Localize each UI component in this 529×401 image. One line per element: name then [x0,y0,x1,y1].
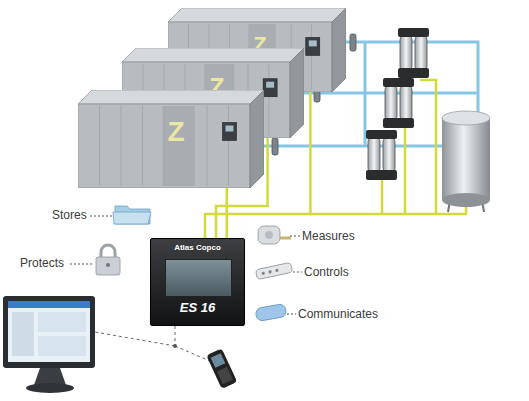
compressor-top [168,8,346,22]
logo-band [162,106,194,186]
feature-label: Controls [304,265,349,279]
signal-wire [310,206,466,214]
monitor-base [26,383,74,393]
panel-seam [269,64,270,136]
panel-display [309,40,317,46]
mobile-phone [206,348,237,389]
leader-line [293,272,302,273]
folder-front [113,212,151,224]
dryer-head [383,78,414,87]
leader-line [287,314,296,315]
air-pipe [256,145,442,148]
network-node [173,344,177,348]
network-links [95,326,212,362]
line-filter [350,34,356,51]
dryer-vessel [400,35,412,71]
air-pipe [364,42,367,146]
panel-seam [99,106,100,186]
screen-header [8,301,90,308]
leader-line [70,264,94,265]
remote-body [255,262,292,279]
feature-label: Measures [302,229,355,243]
tape-case [258,226,280,244]
phone-body [206,348,237,389]
lock-body [96,257,120,275]
controls-icon [255,262,292,279]
control-panel [263,79,277,97]
dryer-vessel [400,85,412,121]
monitor-frame [3,296,95,368]
dryer-base [398,68,429,78]
remote-button [275,268,279,272]
feature-label: Protects [20,256,64,270]
dryer-vessel [385,85,397,121]
measures-icon [258,226,291,244]
signal-connector [226,188,229,238]
protects-icon [96,245,120,275]
compressor-side [332,8,346,92]
panel-seam [228,106,229,186]
signal-wire [404,128,407,214]
air-dryer [366,130,397,180]
signal-wire [420,80,436,214]
compressor-top [78,90,264,104]
compressor-front [78,104,250,188]
panel-display [225,125,233,131]
panel-seam [311,24,312,90]
compressor-unit: Z [78,90,264,188]
phone-screen [211,353,226,368]
dryer-head [366,130,397,139]
lock-shackle [101,245,115,258]
tape-hub [265,231,273,239]
remote-button [268,270,272,274]
panel-seam [142,106,143,186]
controller-unit: Atlas Copco ES 16 [150,238,245,326]
dryer-base [366,170,397,180]
remote-button [261,271,265,275]
screen-panel [38,336,86,356]
feature-label: Communicates [298,307,378,321]
network-link [95,326,212,362]
air-dryer [398,28,429,78]
dryer-vessel [368,137,380,173]
tape-strip [280,237,291,240]
signal-wire [381,180,384,214]
monitor-stand [34,368,66,385]
tank-body [442,118,490,200]
control-panel [306,37,320,55]
compressor-top [122,48,304,62]
tank-bottom [442,193,490,207]
phone-keys [217,367,233,384]
stores-icon [113,206,151,224]
control-panel [222,122,236,140]
dryer-vessel [383,137,395,173]
panel-seam [207,106,208,186]
panel-display [266,82,274,88]
tank-top [442,111,490,125]
controller-screen [165,259,232,297]
monitor [3,296,95,393]
device-body [255,304,287,322]
screen-panel [38,312,86,332]
air-dryer [383,78,414,128]
dryer-base [383,118,414,128]
dryer-head [398,28,429,37]
model-name: ES 16 [151,301,244,315]
line-filter [272,138,278,155]
leader-line [90,216,112,217]
air-receiver-tank [442,111,490,212]
communicates-icon [255,304,287,322]
monitor-screen [8,301,90,362]
panel-seam [121,106,122,186]
feature-label: Stores [52,208,87,222]
compressor-side [250,90,264,188]
lock-keyhole [106,263,110,267]
dryer-vessel [415,35,427,71]
brand-name: Atlas Copco [151,244,244,253]
leader-line [290,236,300,237]
compressor-side [290,48,304,138]
compressor-logo: Z [167,117,184,148]
screen-panel [12,312,34,356]
